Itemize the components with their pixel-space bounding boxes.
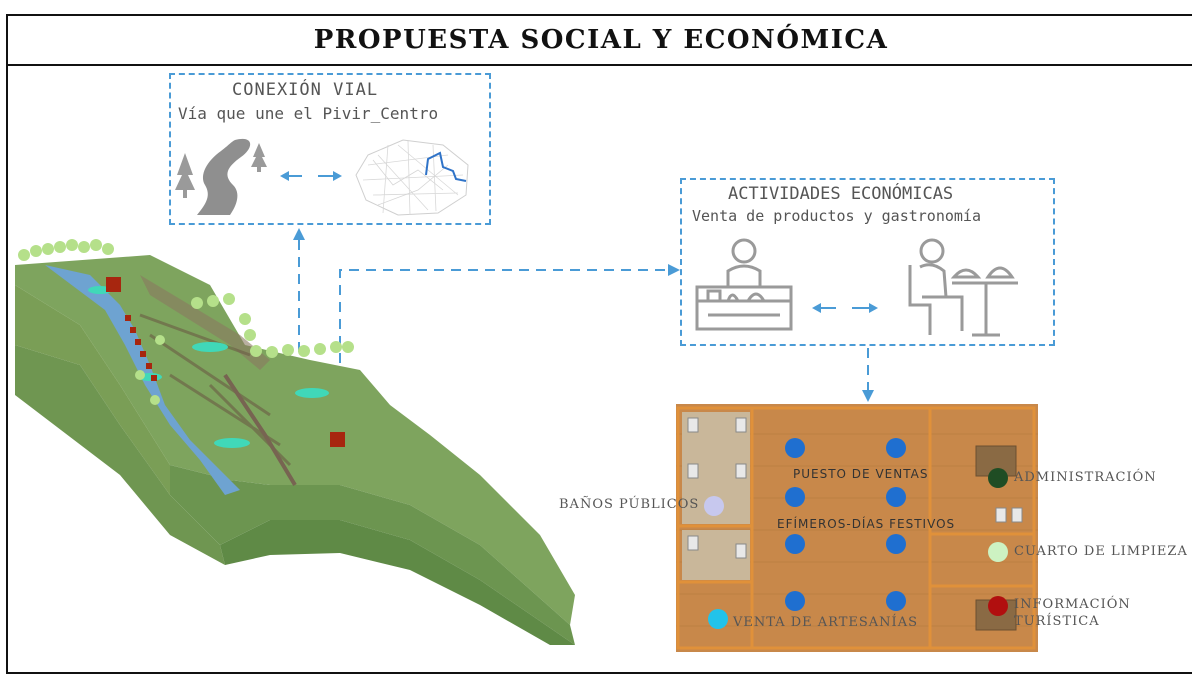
administracion-marker	[988, 468, 1008, 488]
actividades-subtitle: Venta de productos y gastronomía	[692, 207, 981, 225]
actividades-title: ACTIVIDADES ECONÓMICAS	[728, 184, 954, 204]
legend-informacion-label: INFORMACIÓN	[1014, 597, 1131, 612]
exchange-arrow-icon	[812, 303, 878, 313]
road-trees-icon	[175, 138, 267, 215]
stall-marker	[886, 591, 906, 611]
conexion-vial-box	[169, 73, 491, 225]
legend-limpieza-label: CUARTO DE LIMPIEZA	[1014, 544, 1188, 559]
terrain-model	[15, 239, 575, 645]
legend-administracion-label: ADMINISTRACIÓN	[1014, 470, 1157, 485]
stall-marker	[886, 534, 906, 554]
floor-center-label-2: EFÍMEROS-DÍAS FESTIVOS	[777, 517, 956, 531]
page-title: PROPUESTA SOCIAL Y ECONÓMICA	[6, 14, 1192, 66]
vendor-icon	[695, 238, 793, 331]
floor-center-label-1: PUESTO DE VENTAS	[793, 467, 929, 481]
connection-arrow-icon	[280, 171, 342, 181]
stall-marker	[886, 438, 906, 458]
diner-icon	[908, 238, 1018, 337]
stall-marker	[886, 487, 906, 507]
legend-turistica-label: TURÍSTICA	[1014, 614, 1100, 629]
legend-artesanias-label: VENTA DE ARTESANÍAS	[733, 615, 918, 630]
stall-marker	[785, 438, 805, 458]
floor-plan	[676, 404, 1038, 652]
conexion-vial-subtitle: Vía que une el Pivir_Centro	[178, 104, 439, 123]
legend-banos-label: BAÑOS PÚBLICOS	[559, 497, 700, 512]
limpieza-marker	[988, 542, 1008, 562]
stall-marker	[785, 487, 805, 507]
banos-marker	[704, 496, 724, 516]
artesanias-marker	[708, 609, 728, 629]
city-map-icon	[355, 139, 469, 216]
informacion-marker	[988, 596, 1008, 616]
stall-marker	[785, 534, 805, 554]
conexion-vial-title: CONEXIÓN VIAL	[232, 80, 379, 100]
floor-plan-markers	[704, 438, 1008, 629]
actividades-box	[680, 178, 1055, 346]
stall-marker	[785, 591, 805, 611]
